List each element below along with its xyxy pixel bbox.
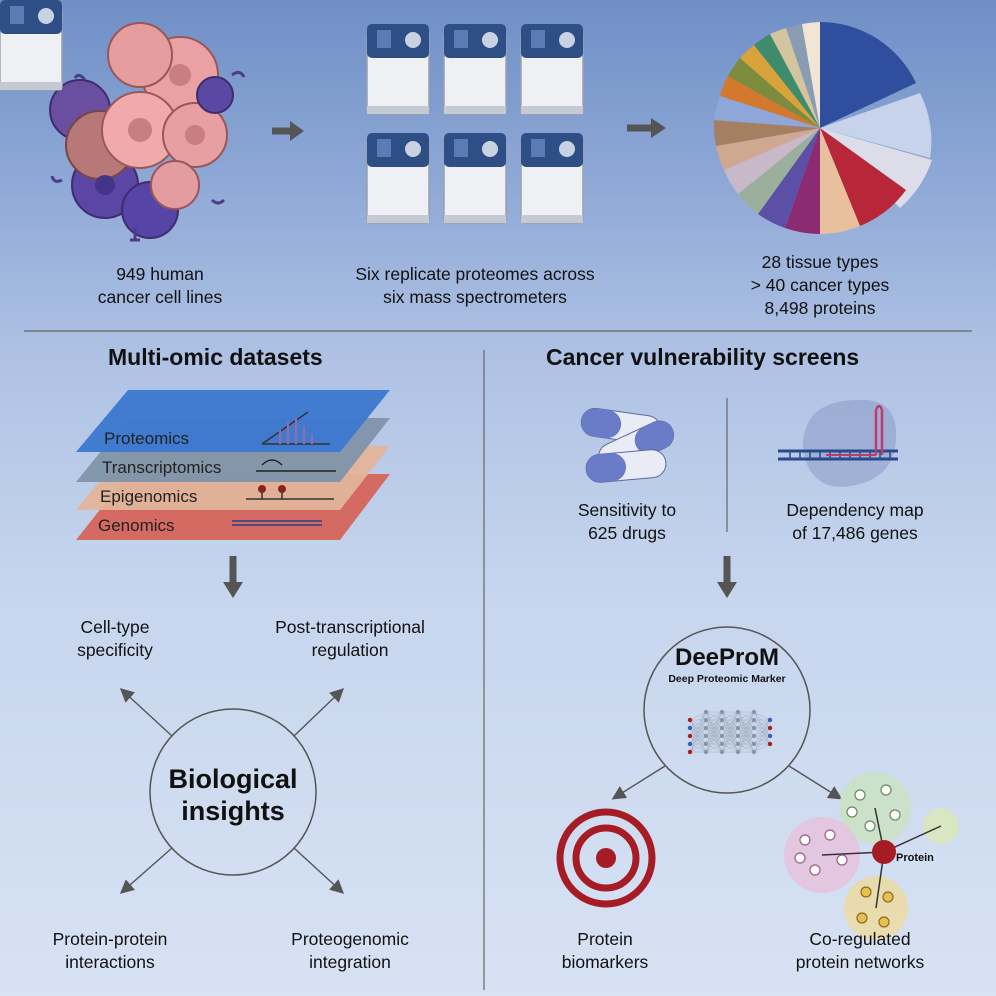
protein-node-label: Protein: [896, 852, 934, 864]
nn-node: [735, 741, 741, 747]
biomarker-target-icon: [556, 808, 656, 908]
tissue-pie-chart: [713, 22, 932, 234]
layer-proteomics: Proteomics: [104, 429, 190, 448]
layer-epigenomics: Epigenomics: [100, 487, 198, 506]
nn-node: [719, 709, 725, 715]
nn-node: [735, 733, 741, 739]
nn-node: [687, 749, 693, 755]
deeprom-title: DeeProM: [674, 644, 780, 671]
nn-node: [767, 733, 773, 739]
layer-genomics: Genomics: [98, 516, 175, 535]
nn-node: [719, 749, 725, 755]
layer-transcriptomics: Transcriptomics: [102, 458, 222, 477]
mass-spectrometers-illustration: [0, 0, 584, 224]
nn-node: [735, 725, 741, 731]
nn-node: [735, 709, 741, 715]
arrow-cells-to-spectrometers: [290, 121, 304, 141]
nn-node: [735, 717, 741, 723]
nn-node: [751, 709, 757, 715]
nn-node: [687, 725, 693, 731]
nn-node: [687, 741, 693, 747]
nn-node: [751, 733, 757, 739]
nn-node: [719, 725, 725, 731]
arrow-spectrometers-to-pie: [651, 118, 666, 138]
nn-node: [751, 717, 757, 723]
nn-node: [751, 741, 757, 747]
nn-node: [703, 741, 709, 747]
nn-node: [703, 725, 709, 731]
arrow-screens-to-deeprom: [717, 582, 737, 598]
nn-node: [719, 717, 725, 723]
crispr-illustration: [778, 399, 898, 487]
nn-node: [751, 749, 757, 755]
insights-circle: [149, 708, 317, 876]
deeprom-subtitle: Deep Proteomic Marker: [668, 673, 786, 685]
nn-node: [703, 717, 709, 723]
omics-layers: [76, 390, 390, 540]
nn-node: [687, 733, 693, 739]
vulnerability-title: Cancer vulnerability screens: [546, 344, 860, 370]
multiomic-title: Multi-omic datasets: [108, 344, 323, 370]
drug-capsules-illustration: [580, 407, 675, 483]
nn-node: [719, 733, 725, 739]
nn-node: [703, 733, 709, 739]
nn-node: [719, 741, 725, 747]
nn-node: [703, 749, 709, 755]
nn-node: [735, 749, 741, 755]
deeprom-circle: [643, 626, 811, 794]
nn-node: [767, 741, 773, 747]
nn-node: [767, 717, 773, 723]
nn-node: [767, 725, 773, 731]
neural-network-icon: [687, 709, 773, 755]
protein-network-illustration: [784, 772, 959, 940]
nn-node: [703, 709, 709, 715]
nn-node: [687, 717, 693, 723]
cancer-cells-illustration: [49, 22, 246, 242]
arrow-layers-to-insights: [223, 582, 243, 598]
nn-node: [751, 725, 757, 731]
protein-node: [872, 840, 896, 864]
